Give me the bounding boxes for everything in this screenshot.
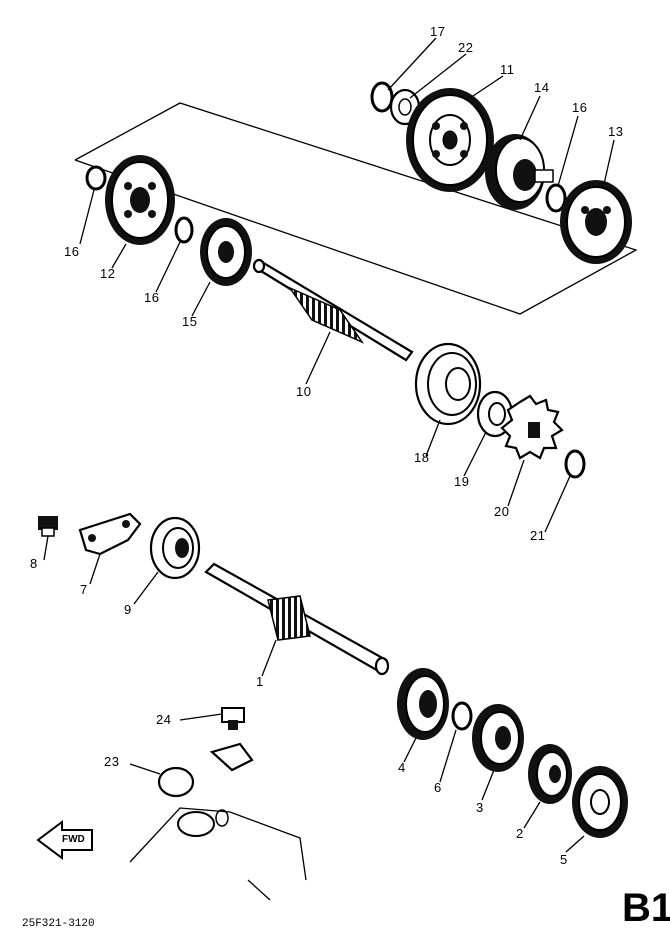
callout-21: 21	[530, 528, 546, 543]
crankcase-fragment	[129, 807, 307, 901]
callout-19: 19	[454, 474, 470, 489]
gear-3	[472, 704, 524, 772]
gear-5	[572, 766, 628, 838]
gear-13	[560, 180, 632, 264]
callout-14: 14	[534, 80, 550, 95]
fwd-label: FWD	[62, 834, 85, 845]
gear-4	[397, 668, 449, 740]
circlip-16-left	[85, 165, 107, 191]
callout-13: 13	[608, 124, 624, 139]
callout-10: 10	[296, 384, 312, 399]
main-axle-10	[252, 258, 414, 362]
callout-23: 23	[104, 754, 120, 769]
circlip-17	[370, 81, 394, 113]
section-code: B1	[622, 886, 670, 930]
callout-15: 15	[182, 314, 198, 329]
callout-24: 24	[156, 712, 172, 727]
drive-sprocket-20	[500, 394, 564, 460]
bearing-9	[149, 516, 201, 580]
callout-4: 4	[398, 760, 406, 775]
gear-12	[105, 155, 175, 245]
callout-1: 1	[256, 674, 264, 689]
leader-lines	[43, 37, 615, 853]
callout-18: 18	[414, 450, 430, 465]
bearing-18	[414, 342, 482, 426]
callout-8: 8	[30, 556, 38, 571]
gear-15	[200, 218, 252, 286]
callout-6: 6	[434, 780, 442, 795]
bearing-stopper-7	[78, 512, 142, 556]
callout-3: 3	[476, 800, 484, 815]
circlip-6	[451, 701, 473, 731]
bolt-24	[221, 707, 245, 730]
fwd-arrow	[36, 820, 93, 860]
callout-16-upper: 16	[572, 100, 588, 115]
callout-16-middle: 16	[144, 290, 160, 305]
callout-2: 2	[516, 826, 524, 841]
gear-14	[485, 134, 554, 210]
circlip-16-upper	[545, 183, 567, 213]
part-code: 25F321-3120	[22, 918, 95, 930]
callout-12: 12	[100, 266, 116, 281]
bolt-8	[38, 516, 58, 537]
callout-9: 9	[124, 602, 132, 617]
assembly-outline	[74, 102, 638, 315]
oil-seal-19	[476, 390, 514, 438]
circlip-16-middle	[174, 216, 194, 244]
callout-17: 17	[430, 24, 446, 39]
callout-5: 5	[560, 852, 568, 867]
callout-11: 11	[500, 62, 515, 77]
clip-bracket	[209, 742, 254, 772]
callout-20: 20	[494, 504, 510, 519]
gear-11	[406, 88, 494, 192]
callout-16-left: 16	[64, 244, 80, 259]
main-shaft-1	[204, 562, 390, 676]
gear-2	[528, 744, 572, 804]
cap-23	[157, 766, 195, 798]
callout-7: 7	[80, 582, 88, 597]
callout-22: 22	[458, 40, 474, 55]
circlip-21	[564, 449, 586, 479]
